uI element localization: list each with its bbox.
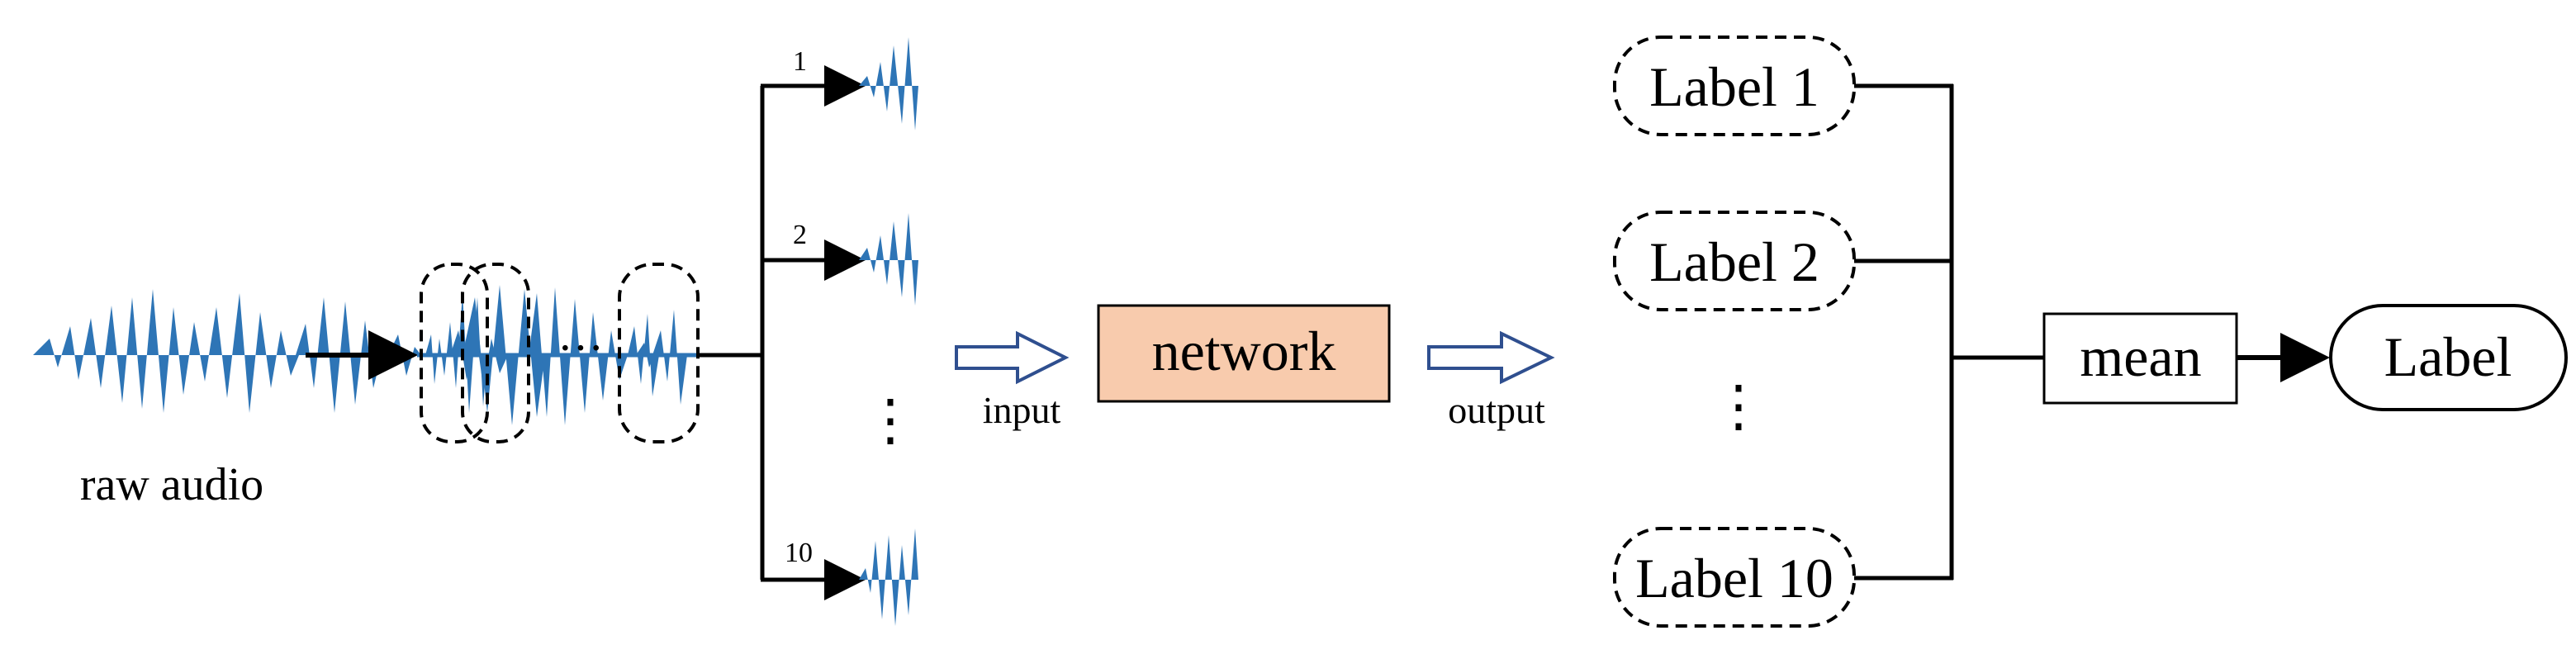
segment-clip-2 [859,213,918,306]
network-block: network [1097,304,1391,403]
windowed-waveform: ··· [417,263,760,443]
segment-clip-1 [859,37,918,130]
segment-clip-10 [859,529,918,626]
mean-label: mean [2080,325,2201,388]
segment-clips: ⋮ [859,37,918,626]
network-box [1097,304,1391,403]
prediction-1-label: Label 1 [1649,55,1819,118]
window-wave-f [652,310,687,405]
segment-1-number: 1 [793,46,807,77]
window-box-2 [461,263,530,443]
input-arrow: input [955,330,1070,431]
prediction-2-box [1613,211,1856,311]
segment-fanout: 1 2 10 [698,46,866,600]
window-wave-a [450,326,508,386]
waveform-1 [33,289,299,413]
prediction-labels: Label 1 Label 2 ⋮ Label 10 [1613,36,1856,628]
predictions-vertical-ellipsis: ⋮ [1710,375,1767,438]
window-box-1 [420,263,489,443]
final-label-block: Label [2329,304,2568,411]
window-wave-c [529,287,628,425]
window-wave-b [463,285,545,425]
input-label: input [983,389,1061,431]
segment-2-number: 2 [793,220,807,250]
raw-audio-waveform: raw audio [33,289,487,510]
raw-audio-label: raw audio [80,459,263,510]
input-hollow-arrow-icon [955,330,1070,385]
output-arrow: output [1427,330,1555,431]
network-label: network [1152,320,1336,382]
final-label-box [2329,304,2568,411]
prediction-10-label: Label 10 [1635,547,1834,609]
segment-10-number: 10 [785,538,813,568]
final-label: Label [2384,325,2512,388]
prediction-2-label: Label 2 [1649,230,1819,293]
prediction-1-box [1613,36,1856,136]
mean-block: mean [2042,312,2238,405]
window-wave-e [636,343,654,367]
segment-ellipsis: ··· [557,323,604,374]
output-label: output [1448,389,1545,431]
segments-vertical-ellipsis: ⋮ [862,389,918,452]
prediction-10-box [1613,527,1856,628]
output-hollow-arrow-icon [1427,330,1555,385]
merge-lines [1854,83,2044,581]
